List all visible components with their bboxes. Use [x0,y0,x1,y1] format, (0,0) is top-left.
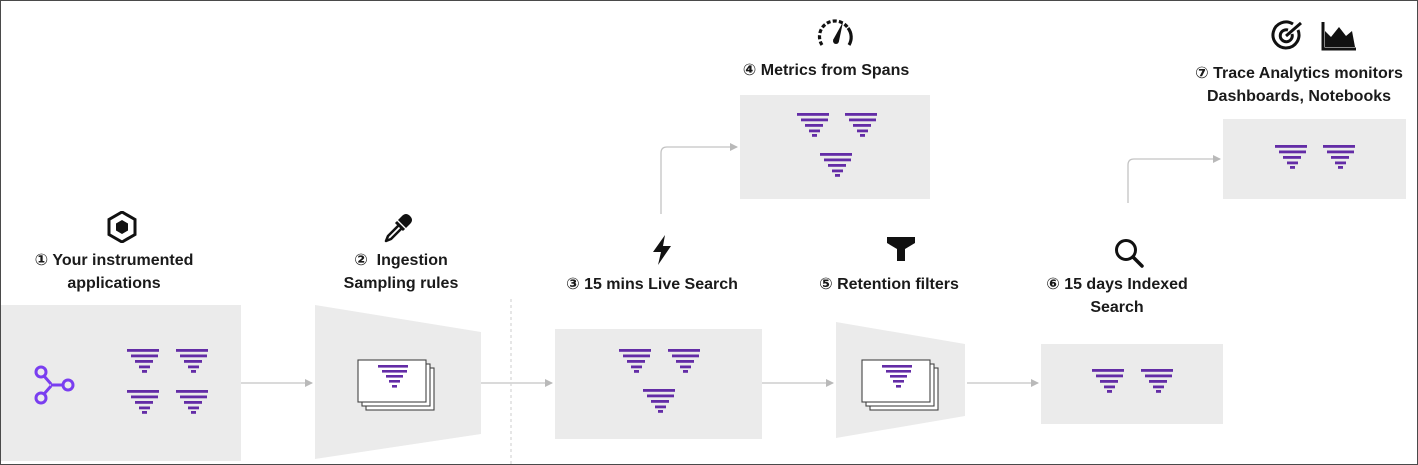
metrics-box [740,95,930,199]
stage-6-subtitle: Search [1090,299,1144,316]
stage-3-title: 15 mins Live Search [584,276,738,293]
trace-list-icon [126,349,160,373]
gauge-icon [817,19,853,46]
stage-3-number: ③ [566,276,580,293]
indexed-box [1041,344,1223,424]
trace-list-icon [642,389,676,413]
stage-1-label: ① Your instrumented applications [9,249,219,295]
stage-2-title: Ingestion [376,252,448,269]
stage-5-number: ⑤ [819,276,833,293]
trace-list-icon [819,153,853,177]
retained-traces-stack [861,357,941,413]
funnel-icon [887,237,915,261]
stage-5-label: ⑤ Retention filters [801,273,977,296]
stage-1-title: Your instrumented [52,252,194,269]
service-graph-icon [34,365,75,405]
trace-list-icon [126,390,160,414]
stage-4-label: ④ Metrics from Spans [721,59,931,82]
sampled-traces-stack [357,357,437,413]
live-search-box [555,329,762,439]
stage-5-title: Retention filters [837,276,959,293]
trace-list-icon [844,113,878,137]
trace-list-icon [175,390,209,414]
stage-7-subtitle: Dashboards, Notebooks [1206,88,1392,105]
area-chart-icon [1321,22,1356,51]
magnifier-icon [1115,239,1144,268]
stage-1-number: ① [34,252,49,269]
trace-list-icon [618,349,652,373]
stage-4-title: Metrics from Spans [760,62,910,79]
eyedropper-icon [384,214,412,243]
stage-7-number: ⑦ [1195,65,1209,82]
stage-6-label: ⑥ 15 days Indexed Search [1031,273,1203,319]
stage-2-label: ② Ingestion Sampling rules [317,249,485,295]
stage-3-label: ③ 15 mins Live Search [545,273,759,296]
lightning-icon [653,235,671,265]
trace-list-icon [175,349,209,373]
stage-6-title: 15 days Indexed [1064,276,1188,293]
apps-box [1,305,241,461]
hexagon-icon [107,211,137,243]
target-icon [1271,20,1302,50]
arrow-3-4 [660,143,738,214]
arrow-6-7 [1127,155,1221,203]
stage-7-label: ⑦ Trace Analytics monitors Dashboards, N… [1181,62,1417,108]
trace-list-icon [796,113,830,137]
analytics-box [1223,119,1406,199]
stage-2-number: ② [354,252,368,269]
stage-7-title: Trace Analytics monitors [1213,65,1403,82]
trace-list-icon [1091,369,1125,393]
trace-list-icon [1322,145,1356,169]
stage-2-subtitle: Sampling rules [343,275,459,292]
trace-list-icon [1274,145,1308,169]
stage-6-number: ⑥ [1046,276,1060,293]
trace-list-icon [1140,369,1174,393]
stage-4-number: ④ [742,62,757,79]
trace-list-icon [667,349,701,373]
stage-1-subtitle: applications [67,275,161,292]
